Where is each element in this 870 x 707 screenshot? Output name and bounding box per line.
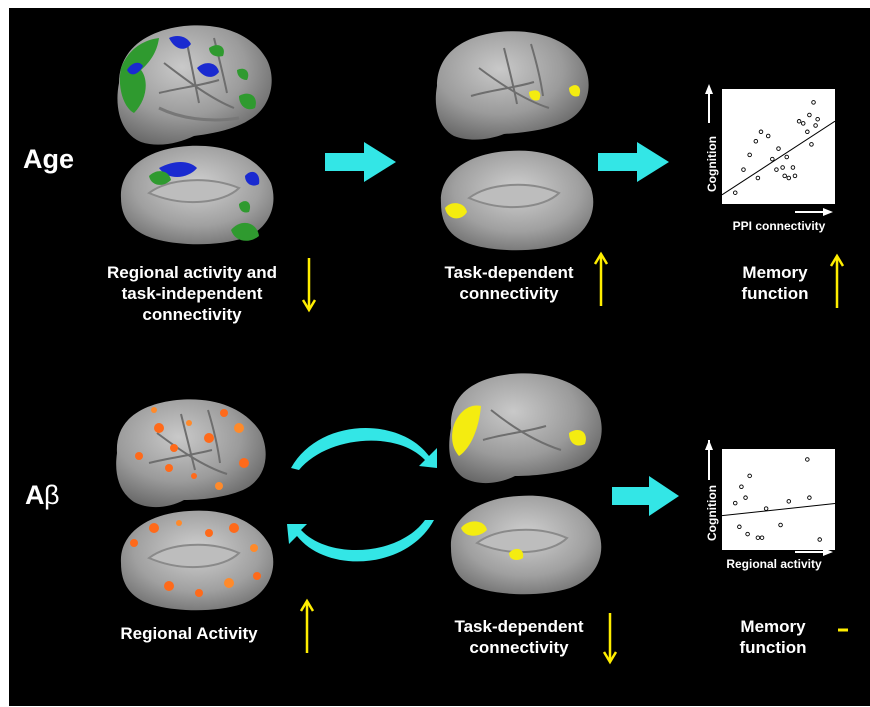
label-age-task: Task-dependent connectivity	[444, 263, 573, 303]
data-point-abeta-0	[732, 500, 738, 506]
data-point-abeta-11	[805, 457, 810, 462]
x-arrow-age	[823, 208, 833, 216]
data-point-age-19	[807, 112, 812, 118]
y-label-age: Cognition	[705, 136, 719, 192]
data-point-abeta-3	[743, 495, 748, 500]
data-point-abeta-1	[737, 524, 742, 530]
flow-arrow-abeta	[612, 476, 679, 516]
data-point-age-9	[776, 146, 781, 151]
label-abeta-memory: Memory function	[739, 617, 806, 657]
data-point-age-2	[747, 152, 752, 158]
label-abeta-task-line1: Task-dependent	[454, 617, 583, 636]
label-age-memory: Memory function	[741, 263, 808, 303]
scatter-plot-age: Cognition PPI connectivity	[705, 84, 836, 233]
x-arrow-abeta	[823, 548, 833, 556]
arrow-abeta-task-down	[602, 613, 618, 665]
scatter-plot-abeta: Cognition Regional activity	[705, 440, 836, 571]
arrow-age-task-up	[593, 251, 609, 306]
fit-line-age	[721, 120, 836, 196]
data-point-age-17	[800, 121, 806, 126]
label-age-regional-line1: Regional activity and	[107, 263, 277, 282]
data-point-abeta-5	[747, 473, 752, 479]
label-age-regional-line2: task-independent	[122, 284, 263, 303]
data-point-abeta-10	[786, 499, 792, 504]
y-arrow-age	[705, 84, 713, 94]
arrow-age-regional-down	[301, 258, 317, 313]
data-point-age-21	[813, 123, 818, 128]
y-arrow-abeta	[705, 440, 713, 450]
data-point-abeta-4	[745, 531, 750, 537]
brain-abeta-task-lateral	[449, 373, 602, 484]
label-age-memory-line1: Memory	[742, 263, 808, 282]
data-point-age-14	[790, 165, 796, 170]
points-age	[721, 100, 836, 196]
data-point-age-8	[774, 167, 779, 172]
data-point-age-0	[732, 190, 738, 195]
data-point-age-10	[780, 165, 785, 170]
arrow-age-memory-up	[829, 253, 845, 308]
plot-area-abeta	[722, 449, 835, 550]
data-point-abeta-9	[778, 522, 783, 528]
brain-abeta-lateral	[116, 399, 266, 508]
data-point-age-5	[758, 129, 764, 135]
label-abeta-task: Task-dependent connectivity	[454, 617, 583, 657]
brain-age-task-medial	[440, 150, 594, 251]
data-point-abeta-8	[763, 506, 769, 511]
data-point-age-18	[805, 129, 810, 135]
cycle-arrow-top	[291, 428, 437, 470]
label-age-task-line2: connectivity	[459, 284, 559, 303]
label-age-memory-line2: function	[741, 284, 808, 303]
data-point-abeta-6	[755, 535, 761, 540]
cycle-arrow-bottom	[287, 520, 434, 562]
arrow-abeta-regional-up	[299, 598, 315, 653]
row-label-abeta-beta: β	[44, 480, 60, 510]
y-label-abeta: Cognition	[705, 485, 719, 541]
brain-age-lateral	[117, 25, 272, 145]
data-point-age-11	[782, 173, 787, 179]
label-age-regional-line3: connectivity	[142, 305, 242, 324]
fit-line-abeta	[721, 503, 836, 517]
brain-abeta-task-medial	[450, 495, 602, 595]
data-point-age-20	[811, 100, 816, 105]
figure-panel: Age A β	[9, 8, 870, 706]
x-label-abeta: Regional activity	[726, 557, 822, 571]
data-point-age-12	[784, 154, 789, 160]
data-point-age-15	[792, 173, 798, 179]
label-age-task-line1: Task-dependent	[444, 263, 573, 282]
flow-arrow-age-1	[325, 142, 396, 182]
data-point-age-7	[770, 156, 775, 162]
data-point-abeta-13	[817, 537, 822, 542]
row-label-abeta: A β	[25, 480, 60, 510]
data-point-age-3	[753, 138, 759, 144]
data-point-age-4	[755, 175, 761, 181]
label-age-regional: Regional activity and task-independent c…	[107, 263, 277, 324]
figure-canvas: Age A β	[23, 25, 848, 665]
x-label-age: PPI connectivity	[733, 219, 826, 233]
points-abeta	[721, 457, 836, 542]
data-point-age-23	[809, 142, 814, 147]
row-label-abeta-a: A	[25, 480, 45, 510]
label-abeta-regional: Regional Activity	[120, 624, 258, 643]
flow-arrow-age-2	[598, 142, 669, 182]
brain-abeta-medial	[120, 510, 274, 611]
row-label-age: Age	[23, 144, 74, 174]
data-point-age-6	[765, 133, 771, 139]
data-point-age-22	[815, 116, 820, 122]
data-point-age-13	[786, 175, 792, 181]
data-point-abeta-12	[807, 495, 812, 500]
data-point-abeta-7	[759, 535, 765, 540]
data-point-age-1	[741, 167, 746, 172]
data-point-age-16	[796, 119, 802, 124]
label-abeta-memory-line2: function	[739, 638, 806, 657]
label-abeta-memory-line1: Memory	[740, 617, 806, 636]
brain-age-task-lateral	[435, 31, 589, 140]
data-point-abeta-2	[739, 484, 744, 490]
label-abeta-task-line2: connectivity	[469, 638, 569, 657]
brain-age-medial	[120, 145, 274, 245]
